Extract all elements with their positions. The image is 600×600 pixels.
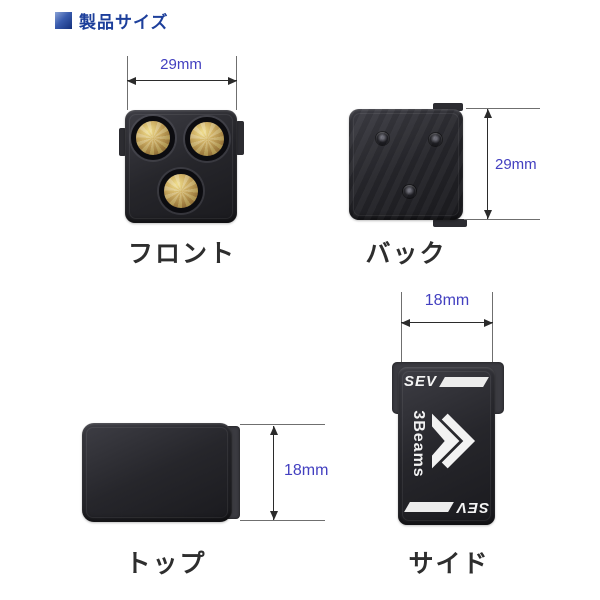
mount-tab	[119, 128, 126, 156]
sev-logo-stripe-icon	[404, 502, 454, 513]
section-marker-icon	[55, 12, 72, 29]
sev-logo-text: SEV	[404, 373, 438, 390]
section-header: 製品サイズ	[55, 8, 169, 33]
sev-logo-top: SEV	[404, 374, 489, 389]
front-device	[125, 110, 237, 223]
section-title: 製品サイズ	[79, 13, 169, 32]
sev-logo-stripe-icon	[439, 376, 489, 387]
screw-dot	[429, 133, 442, 146]
beam-chevron-icon	[432, 413, 476, 469]
view-label-top: トップ	[125, 550, 207, 578]
extension-line	[492, 292, 493, 367]
screw-dot	[403, 185, 416, 198]
extension-line	[240, 424, 325, 425]
model-name-vertical: 3Beams	[410, 410, 427, 478]
screw-dot	[376, 132, 389, 145]
dimension-arrow	[483, 109, 492, 219]
view-label-back: バック	[365, 240, 447, 268]
side-device: SEV 3Beams SEV	[398, 367, 495, 525]
dimension-label: 29mm	[495, 156, 537, 173]
dimension-arrow	[269, 426, 278, 520]
dimension-label: 29mm	[160, 56, 202, 73]
mount-tab	[433, 219, 467, 227]
dimension-label: 18mm	[284, 462, 329, 479]
top-device	[82, 423, 232, 522]
extension-line	[240, 520, 325, 521]
mount-tab	[236, 121, 244, 155]
dimension-arrow	[401, 318, 493, 327]
view-label-side: サイド	[408, 550, 490, 578]
dimension-label: 18mm	[424, 292, 470, 309]
sev-logo-bottom: SEV	[404, 499, 489, 516]
back-device	[349, 109, 463, 220]
gold-button	[159, 169, 203, 213]
gold-button	[185, 117, 229, 161]
extension-line	[401, 292, 402, 367]
gold-button	[131, 116, 175, 160]
sev-logo-text: SEV	[455, 499, 489, 516]
extension-line	[464, 219, 540, 220]
dimension-arrow	[127, 76, 237, 85]
extension-line	[466, 108, 540, 109]
view-label-front: フロント	[127, 240, 236, 268]
mount-tab	[433, 103, 463, 111]
